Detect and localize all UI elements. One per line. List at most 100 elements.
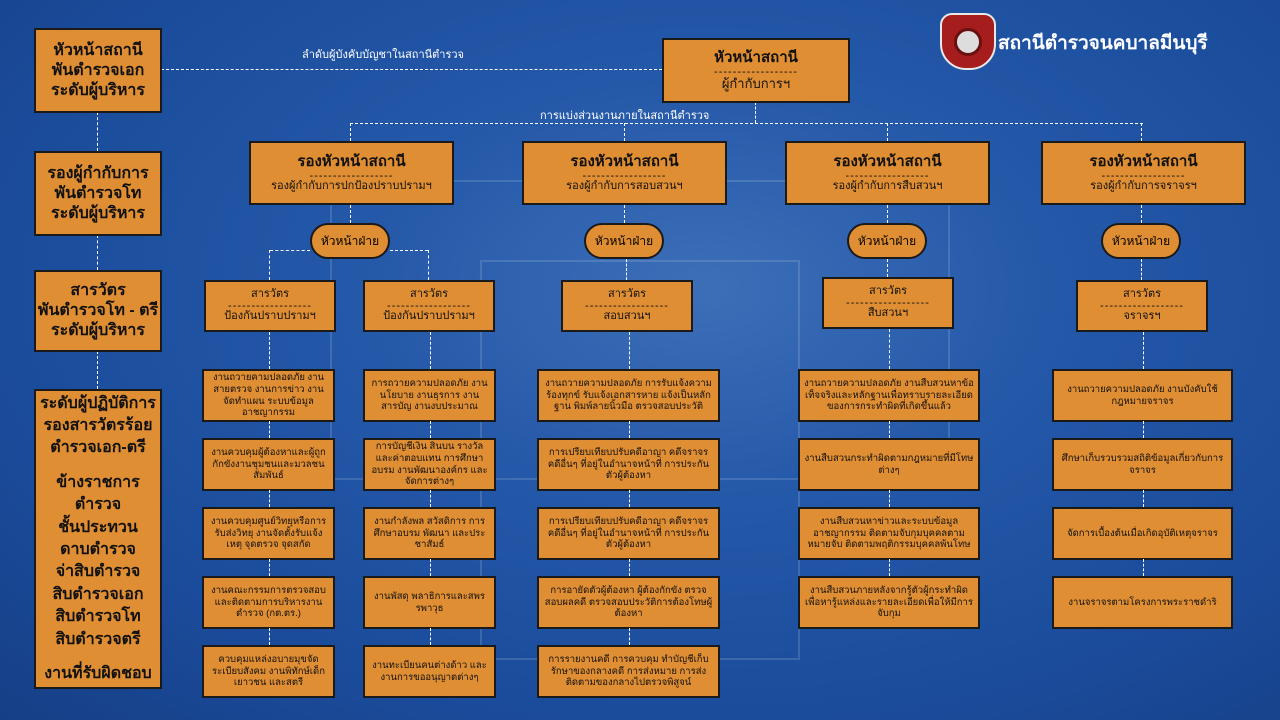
division-connector [350,123,1143,124]
deputy-box: รองหัวหน้าสถานี------------------รองผู้ก… [249,141,454,205]
head-box: หัวหน้าสถานี ------------------ ผู้กำกับ… [662,38,850,103]
police-emblem-logo [940,13,996,70]
rank-line: พันตำรวจโท - ตรี [37,302,159,319]
inspector-title: สารวัตร [607,288,647,301]
head-subtitle: ผู้กำกับการฯ [721,75,791,91]
inspector-subtitle: สืบสวนฯ [867,307,909,319]
station-title: สถานีตำรวจนคบาลมีนบุรี [998,33,1208,54]
task-box: งานพัสดุ พลาธิการและสพรรพาวุธ [363,576,496,629]
connector [628,421,630,438]
divider: ------------------ [582,169,667,182]
connector [268,490,270,507]
divider: ------------------ [309,169,394,182]
inspector-box: สารวัตร------------------สืบสวนฯ [822,277,954,329]
task-box: งานทะเบียนคนต่างด้าว และงานการขออนุญาตต่… [363,645,496,698]
section-chief-pill: หัวหน้าฝ่าย [847,223,927,259]
task-box: งานสืบสวนหาข่าวและระบบข้อมูลอาชญากรรม ติ… [798,507,980,560]
connector [1141,205,1142,223]
inspector-title: สารวัตร [1122,288,1162,301]
connector [889,490,890,507]
task-box: การถวายความปลอดภัย งานนโยบาย งานธุรการ ง… [363,369,496,422]
inspector-title: สารวัตร [868,285,908,298]
rank-line: ชั้นประทวน [58,518,138,536]
rank-line: หัวหน้าสถานี [53,41,143,59]
chain-connector [161,69,662,70]
deputy-subtitle: รองผู้กำกับการปกป้องปราบปรามฯ [271,179,432,192]
connector [350,205,351,223]
rank-box-inspector: สารวัตรพันตำรวจโท - ตรีระดับผู้บริหาร [34,270,162,352]
connector [624,205,625,223]
deputy-box: รองหัวหน้าสถานี------------------รองผู้ก… [522,141,727,205]
connector [429,421,431,438]
rank-line: ระดับผู้บริหาร [51,81,145,99]
task-box: งานคณะกรรมการตรวจสอบและติดตามการบริหารงา… [202,576,335,629]
connector [628,559,630,576]
connector [428,250,429,280]
task-box: การรายงานคดี การควบคุม ทำบัญชีเก็บรักษาข… [537,645,720,698]
divider: ------------------ [1100,300,1184,312]
task-box: การบัญชีเงิน สินบน รางวัล และค่าตอบแทน ก… [363,438,496,491]
section-chief-pill: หัวหน้าฝ่าย [584,223,664,259]
task-box: งานควบคุมศูนย์วิทยุหรือการรับส่งวิทยุ งา… [202,507,335,560]
connector [1142,332,1144,369]
connector [1142,421,1144,438]
rank-line: สารวัตร [70,282,126,299]
inspector-title: สารวัตร [250,288,290,301]
connector [429,628,431,645]
divider: ------------------ [714,65,798,78]
section-chief-pill: หัวหน้าฝ่าย [310,223,390,259]
rank-line: สิบตำรวจเอก [52,585,144,603]
connector [626,259,627,280]
connector [628,332,630,369]
left-connector [97,112,98,151]
deputy-box: รองหัวหน้าสถานี------------------รองผู้ก… [1041,141,1246,205]
inspector-subtitle: ป้องกันปราบปรามฯ [224,310,316,322]
rank-line: ข้างราชการตำรวจ [56,473,140,514]
task-box: การอายัดตัวผู้ต้องหา ผู้ต้องกักขัง ตรวจส… [537,576,720,629]
rank-line: งานที่รับผิดชอบ [44,664,152,682]
deputy-subtitle: รองผู้กำกับการสืบสวนฯ [832,179,943,192]
inspector-title: สารวัตร [409,288,449,301]
connector [429,559,431,576]
divider: ------------------ [585,300,669,312]
task-box: ควบคุมแหล่งอบายมุขจัดระเบียบสังคม งานพิท… [202,645,335,698]
connector [889,559,890,576]
rank-line: รองสารวัตรร้อย [43,417,153,435]
connector [887,205,888,223]
rank-box-deputy: รองผู้กำกับการพันตำรวจโทระดับผู้บริหาร [34,151,162,236]
connector [1141,123,1142,141]
divider: ------------------ [228,300,312,312]
rank-line: ตำรวจเอก-ตรี [50,439,146,457]
connector [268,421,270,438]
divider: ------------------ [1101,169,1186,182]
connector [628,628,630,645]
section-chief-pill: หัวหน้าฝ่าย [1101,223,1181,259]
left-connector [97,235,98,270]
divider: ------------------ [845,169,930,182]
connector [270,250,310,251]
task-box: งานถวายคามปลอดภัย งานสายตรวจ งานการข่าว … [202,369,335,422]
inspector-box: สารวัตร------------------สอบสวนฯ [561,280,693,332]
divider: ------------------ [387,300,471,312]
connector [268,332,270,369]
deputy-title: รองหัวหน้าสถานี [1089,152,1198,170]
deputy-title: รองหัวหน้าสถานี [297,152,406,170]
inspector-box: สารวัตร------------------จราจรฯ [1076,280,1208,332]
task-box: งานสืบสวนกระทำผิดตามกฎหมายที่มีโทษต่างๆ [798,438,980,491]
head-connector [755,102,756,123]
connector [268,559,270,576]
task-box: งานควบคุมผู้ต้องหาและผู้ถูกกักขังงานชุมช… [202,438,335,491]
deputy-title: รองหัวหน้าสถานี [570,152,679,170]
rank-line: สิบตำรวจโท [55,608,141,626]
connector [628,490,630,507]
inspector-subtitle: ป้องกันปราบปรามฯ [383,310,475,322]
task-box: งานสืบสวนภายหลังจากรู้ตัวผู้กระทำผิดเพื่… [798,576,980,629]
rank-line: ดาบตำรวจ [60,541,136,558]
connector [1141,259,1142,280]
task-box: จัดการเบื้องต้นเมื่อเกิดอุบัติเหตุจราจร [1052,507,1233,560]
deputy-title: รองหัวหน้าสถานี [833,152,942,170]
left-connector [97,351,98,389]
connector [429,332,431,369]
task-box: งานถวายความปลอดภัย งานสืบสวนหาข้อเท็จจริ… [798,369,980,422]
rank-line: ระดับผู้บริหาร [51,322,145,339]
